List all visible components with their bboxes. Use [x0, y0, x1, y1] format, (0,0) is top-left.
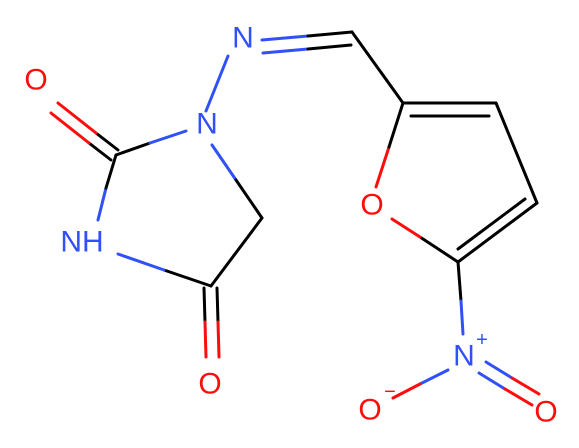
bond-c2-o-b1 [87, 141, 113, 162]
bond-furan-o-c2-a [374, 145, 391, 189]
bond-c5-nnitro-a [456, 260, 463, 303]
bond-n-ch-b2 [306, 43, 353, 51]
furan-ring [374, 101, 539, 264]
atom-o-nitro-left-charge: − [384, 381, 396, 403]
bond-c4-n3-a [162, 268, 213, 288]
bond-furan-c4-c5 [456, 201, 539, 264]
bond-furan-o-c2-b [387, 101, 405, 149]
atom-o-nitro-right: O [534, 396, 557, 429]
bond-nnitro-o-left-b [391, 382, 422, 400]
bond-c4-o-a2 [203, 320, 208, 359]
bond-c4-o-b2 [216, 320, 221, 359]
bond-c2-o-b2 [49, 111, 91, 145]
bond-n-n [204, 54, 230, 113]
bond-n1-c5-a [210, 143, 238, 182]
bond-nnitro-o-right-a2 [503, 387, 534, 407]
atom-n-ring: N [196, 108, 218, 141]
azomethine-link [204, 30, 405, 113]
bond-c2-n1-a [114, 141, 152, 157]
bond-c2-n1-b [148, 129, 188, 145]
bond-furan-c3-c4 [494, 101, 539, 205]
bond-n-ch-a1 [260, 34, 310, 42]
bond-c2-o-a1 [94, 131, 120, 152]
atom-n-nitro-charge: + [476, 329, 488, 351]
bond-n-ch-b1 [261, 47, 310, 55]
bond-nnitro-o-right-a1 [477, 371, 507, 391]
atom-nh: NH [60, 226, 103, 259]
bond-c5-c4 [209, 216, 264, 288]
atom-o-furan: O [360, 189, 383, 222]
bond-furan-c5-o-b [390, 217, 422, 239]
atom-labels: O N N NH O O N + O O − [24, 22, 557, 429]
bond-ch-furan [350, 30, 405, 105]
bond-n1-c5-b [234, 178, 264, 220]
atom-o-carbonyl-bottom: O [198, 368, 221, 401]
bond-c4-o-a1 [202, 286, 207, 324]
hydantoin-ring [49, 101, 264, 359]
atom-n-nitro: N [453, 340, 475, 373]
bond-nnitro-o-left-a [418, 368, 450, 386]
bond-n-ch-a2 [306, 30, 354, 38]
atom-o-carbonyl-top: O [24, 64, 47, 97]
bond-c5-nnitro-b [459, 299, 465, 336]
bond-nnitro-o-right-b2 [510, 376, 541, 396]
atom-n-imine: N [232, 22, 254, 55]
bond-nnitro-o-right-b1 [484, 360, 514, 380]
bond-n3-c2-b [104, 153, 118, 190]
nitro-group [391, 260, 541, 407]
atom-o-nitro-left: O [358, 394, 381, 427]
bond-furan-c4-c5-inner [456, 197, 527, 251]
bond-furan-c5-o-a [418, 235, 460, 264]
bond-c2-o-a2 [56, 101, 98, 135]
bond-c4-o-b1 [215, 286, 220, 324]
bond-n3-c2-a [96, 186, 108, 222]
bond-c4-n3-b [116, 252, 166, 272]
